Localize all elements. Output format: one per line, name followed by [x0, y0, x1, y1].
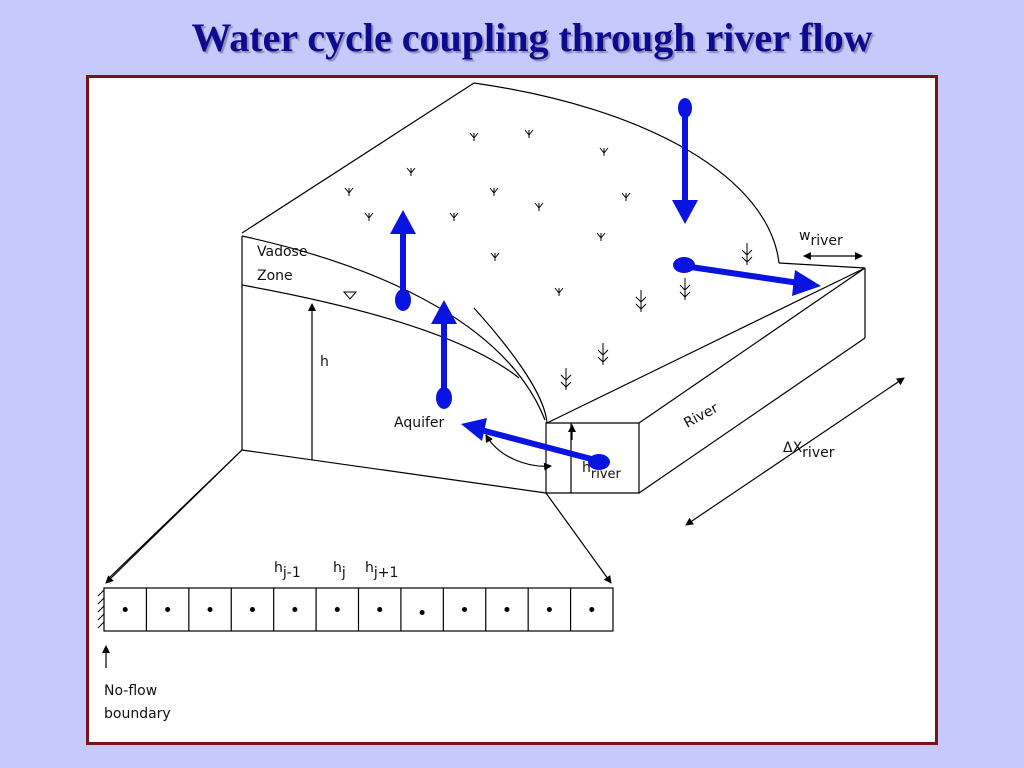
plant-icon	[469, 132, 479, 141]
label-h: h	[320, 354, 329, 370]
label-boundary: boundary	[104, 706, 171, 722]
bottom-front-edge	[241, 449, 547, 494]
plant-icon	[489, 187, 499, 196]
watershed-block	[108, 82, 866, 579]
grid-node	[334, 607, 340, 612]
water-table-curve	[241, 284, 520, 379]
grid-node	[122, 607, 128, 612]
recharge-arrow	[431, 300, 457, 409]
flow-arrows	[390, 98, 821, 470]
plant-icon	[599, 147, 609, 156]
tree-icon	[741, 243, 753, 265]
zoom-line-left	[105, 449, 243, 584]
tree-icon	[679, 278, 691, 300]
river-aquifer-arrow	[461, 418, 610, 470]
vadose-top-curve	[241, 235, 546, 421]
label-h-j-plus-1: hj+1	[365, 560, 398, 581]
plant-icon	[449, 212, 459, 221]
plant-icon	[490, 252, 500, 261]
river-top-edge	[546, 267, 866, 424]
plant-icon	[534, 202, 544, 211]
grid-node	[165, 607, 171, 612]
aquifer-exchange-arrow	[485, 434, 552, 471]
evapotranspiration-arrow	[390, 210, 416, 311]
watershed-diagram: Vadose Zone h Aquifer hriver wriver Rive…	[97, 82, 905, 722]
label-noflow: No-flow	[104, 683, 157, 699]
label-h-j: hj	[333, 560, 346, 581]
grid-node	[207, 607, 213, 612]
label-aquifer: Aquifer	[394, 415, 445, 431]
label-river: River	[681, 400, 721, 431]
grid-node	[462, 607, 468, 612]
grid-node	[419, 610, 425, 615]
grid-node	[249, 607, 255, 612]
tree-icon	[635, 290, 647, 312]
plant-icon	[554, 287, 564, 296]
front-curve	[473, 307, 548, 424]
label-dx-river: ΔXriver	[783, 440, 835, 461]
tree-icon	[560, 368, 572, 390]
top-back-edge	[241, 82, 475, 234]
dx-river-arrow	[685, 377, 905, 526]
water-table-icon	[342, 291, 358, 300]
precipitation-arrow	[672, 98, 698, 224]
river-back-edge	[778, 262, 866, 269]
noflow-hatch	[97, 589, 105, 629]
label-vadose: Vadose	[257, 244, 307, 260]
grid-node	[546, 607, 552, 612]
discretization-grid	[97, 587, 614, 632]
river-channel-line	[638, 267, 866, 424]
plant-icon	[596, 232, 606, 241]
runoff-arrow	[673, 257, 821, 296]
plant-icon	[621, 192, 631, 201]
label-zone: Zone	[257, 268, 293, 284]
label-w-river: wriver	[799, 228, 843, 249]
zoom-line-right	[545, 492, 612, 584]
figure-frame: Vadose Zone h Aquifer hriver wriver Rive…	[86, 75, 938, 745]
grid-node	[589, 607, 595, 612]
tree-icon	[597, 343, 609, 365]
plant-icon	[364, 212, 374, 221]
label-h-j-minus-1: hj-1	[274, 560, 301, 581]
top-curved-edge	[473, 82, 780, 264]
grid-node	[292, 607, 298, 612]
grid-node	[504, 607, 510, 612]
vegetation	[344, 129, 753, 390]
plant-icon	[406, 167, 416, 176]
grid-node	[377, 607, 383, 612]
plant-icon	[344, 187, 354, 196]
label-h-river: hriver	[582, 460, 622, 482]
slide-title: Water cycle coupling through river flow	[191, 15, 873, 60]
plant-icon	[524, 129, 534, 138]
